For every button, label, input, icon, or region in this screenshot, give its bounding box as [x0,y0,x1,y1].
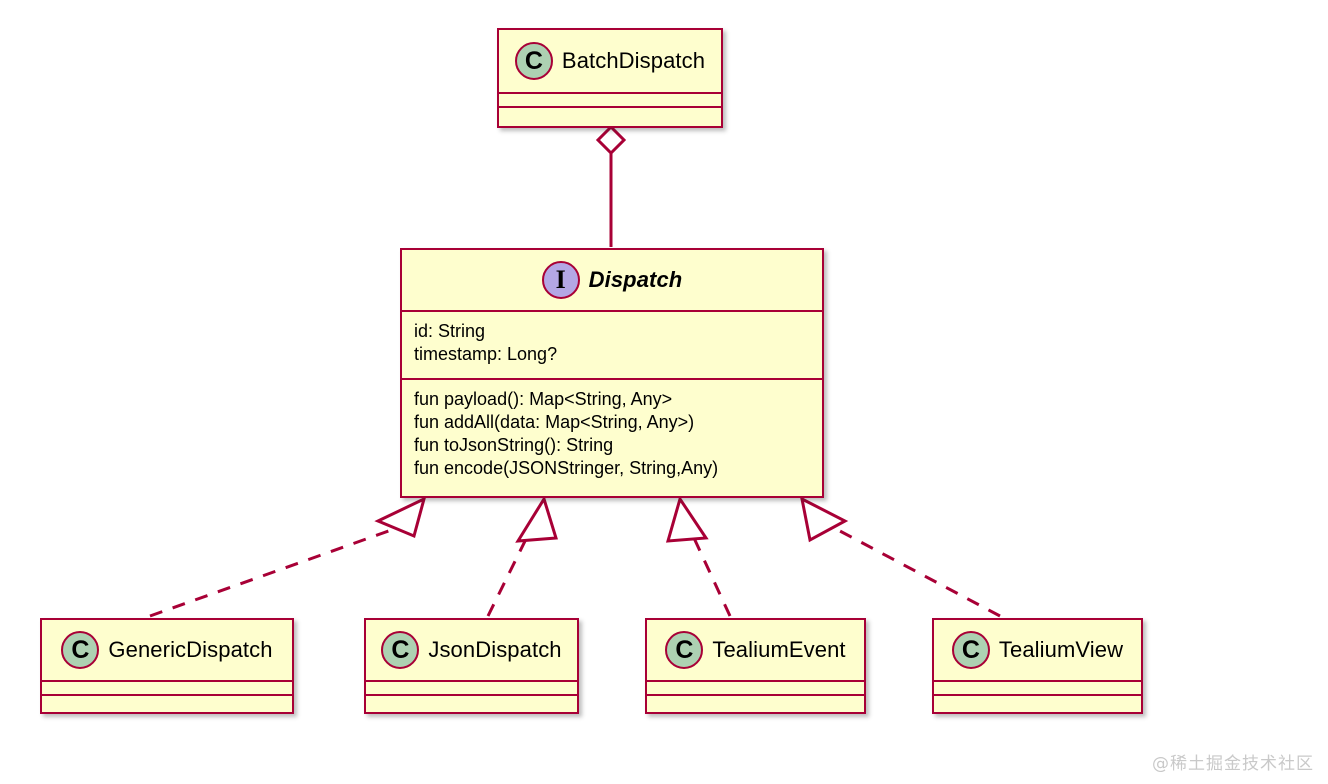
interface-stereotype-icon: I [541,261,580,299]
edge-generic-realizes-dispatch [149,496,427,618]
methods-compartment [499,108,721,120]
compartment-separator [499,106,721,108]
class-node-tealium-view[interactable]: C TealiumView [932,618,1143,714]
realization-line [692,537,732,617]
interface-node-dispatch[interactable]: I Dispatch id: String timestamp: Long? f… [400,248,824,498]
hollow-diamond-marker [595,124,627,156]
node-title: BatchDispatch [561,48,706,73]
attributes-compartment: id: String timestamp: Long? [402,312,822,378]
edge-batch-aggregates-dispatch [595,124,627,247]
hollow-triangle-marker [515,495,558,543]
compartment-separator [366,694,577,696]
attribute-row: id: String [414,321,486,341]
node-title: GenericDispatch [108,637,273,662]
realization-line [837,528,1001,618]
class-node-batch-dispatch[interactable]: C BatchDispatch [497,28,723,128]
class-icon-glyph: C [961,635,980,664]
hollow-triangle-marker [799,496,849,543]
compartment-separator [42,680,292,682]
compartment-separator [499,92,721,94]
node-title: JsonDispatch [428,637,562,662]
hollow-triangle-marker [665,495,709,543]
compartment-separator [647,694,864,696]
realization-line [149,526,398,618]
attributes-compartment [366,682,577,694]
class-stereotype-icon: C [381,631,420,669]
compartment-separator [934,680,1141,682]
compartment-separator [934,694,1141,696]
attributes-compartment [42,682,292,694]
compartment-separator [402,378,822,380]
compartment-separator [647,680,864,682]
methods-compartment: fun payload(): Map<String, Any> fun addA… [402,380,822,485]
node-header: C JsonDispatch [366,620,577,680]
class-stereotype-icon: C [951,631,990,669]
node-title: Dispatch [588,267,683,292]
class-stereotype-icon: C [514,42,553,80]
watermark: @稀土掘金技术社区 [1152,754,1314,774]
attributes-compartment [647,682,864,694]
attributes-compartment [499,94,721,106]
methods-compartment [42,696,292,708]
method-row: fun addAll(data: Map<String, Any>) [414,412,695,432]
compartment-separator [366,680,577,682]
method-row: fun encode(JSONStringer, String,Any) [414,458,719,478]
class-icon-glyph: C [524,46,543,75]
edge-event-realizes-dispatch [665,495,732,617]
node-header: C TealiumView [934,620,1141,680]
class-node-json-dispatch[interactable]: C JsonDispatch [364,618,579,714]
attribute-row: timestamp: Long? [414,344,558,364]
attributes-compartment [934,682,1141,694]
node-header: C BatchDispatch [499,30,721,92]
class-node-generic-dispatch[interactable]: C GenericDispatch [40,618,294,714]
node-header: I Dispatch [402,250,822,310]
class-stereotype-icon: C [61,631,100,669]
method-row: fun toJsonString(): String [414,435,614,455]
edge-json-realizes-dispatch [486,495,558,617]
node-title: TealiumView [998,637,1124,662]
node-title: TealiumEvent [712,637,846,662]
method-row: fun payload(): Map<String, Any> [414,389,673,409]
node-header: C GenericDispatch [42,620,292,680]
methods-compartment [366,696,577,708]
class-icon-glyph: C [71,635,90,664]
class-node-tealium-event[interactable]: C TealiumEvent [645,618,866,714]
realization-line [486,534,530,617]
class-icon-glyph: C [675,635,694,664]
interface-icon-glyph: I [555,265,566,294]
class-stereotype-icon: C [665,631,704,669]
node-header: C TealiumEvent [647,620,864,680]
compartment-separator [402,310,822,312]
edge-view-realizes-dispatch [799,496,1001,618]
class-icon-glyph: C [391,635,410,664]
methods-compartment [934,696,1141,708]
hollow-triangle-marker [374,496,427,539]
methods-compartment [647,696,864,708]
compartment-separator [42,694,292,696]
